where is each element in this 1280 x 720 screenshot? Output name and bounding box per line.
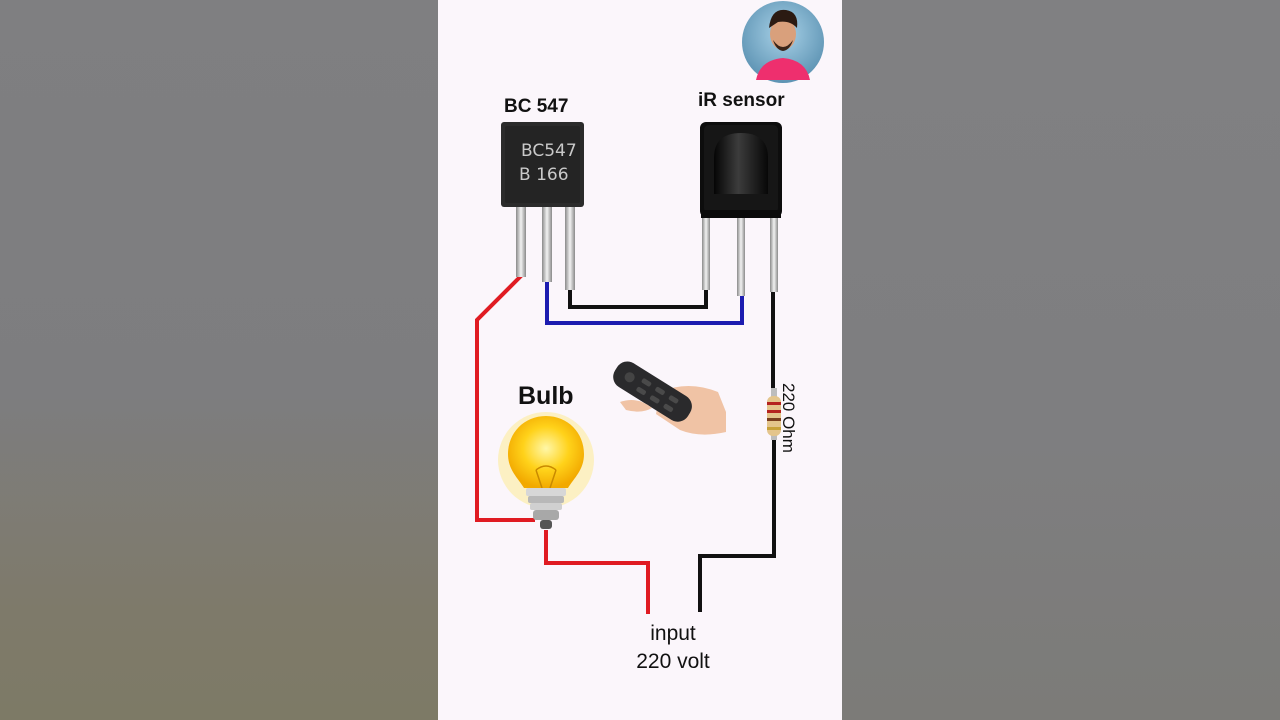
transistor-label: BC 547 (504, 96, 569, 117)
black-wire-resistor-to-input (698, 436, 776, 612)
circuit-diagram-panel: BC547 B 166 (438, 0, 842, 720)
bc547-transistor: BC547 B 166 (501, 122, 584, 290)
resistor-label: 220 Ohm (779, 383, 798, 453)
resistor (767, 388, 781, 440)
light-bulb (498, 412, 594, 529)
ir-sensor-label: iR sensor (698, 90, 785, 111)
red-wire-bulb-to-input (544, 530, 650, 614)
wiring (475, 273, 776, 614)
transistor-marking-line2: B 166 (519, 165, 569, 185)
blue-wire-base-to-sensor (545, 280, 744, 325)
circuit-diagram: BC547 B 166 (475, 1, 824, 614)
remote-control-in-hand (613, 361, 726, 435)
transistor-marking-line1: BC547 (521, 141, 577, 161)
red-wire-transistor-to-bulb (475, 273, 535, 522)
input-label: input (650, 622, 696, 645)
blurred-background-left (0, 0, 438, 720)
black-wire-collector-to-sensor (568, 288, 708, 309)
input-voltage-label: input 220 volt (618, 620, 728, 676)
ir-sensor (700, 122, 782, 296)
bulb-label: Bulb (518, 382, 574, 410)
voltage-label: 220 volt (636, 650, 710, 673)
blurred-background-right (842, 0, 1280, 720)
avatar (742, 1, 824, 83)
